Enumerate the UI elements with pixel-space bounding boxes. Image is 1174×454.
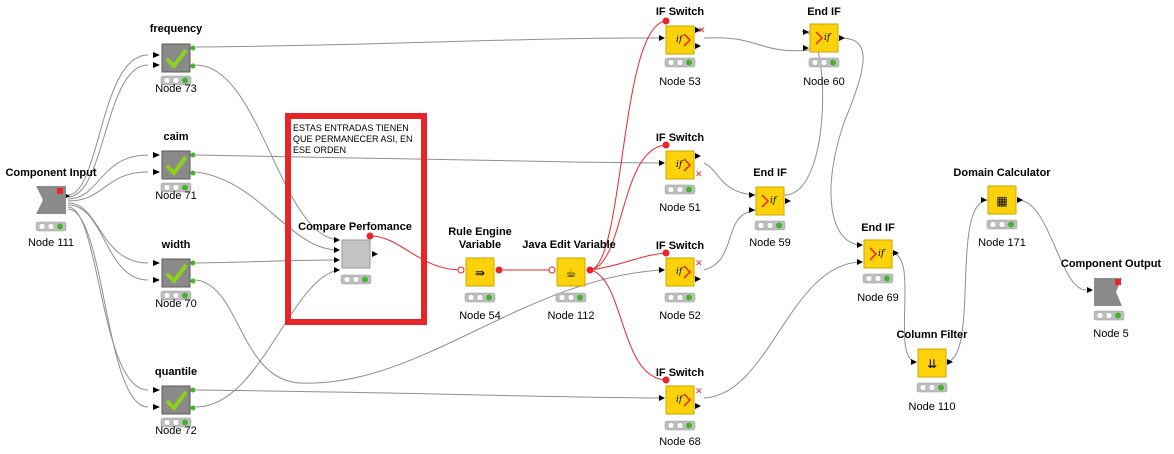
java-edit-variable-node[interactable]: ☕: [548, 257, 594, 303]
svg-text:✕: ✕: [698, 26, 706, 36]
id-if53: Node 53: [659, 76, 701, 88]
title-caim: caim: [163, 131, 189, 143]
title-width: width: [161, 239, 191, 251]
component-input-node[interactable]: [35, 186, 70, 232]
svg-text:if: if: [676, 395, 684, 405]
title-component-output: Component Output: [1060, 258, 1162, 270]
if-switch-51[interactable]: if ✕: [659, 141, 703, 195]
title-if51: IF Switch: [655, 132, 705, 144]
title-if53: IF Switch: [655, 6, 705, 18]
svg-text:✕: ✕: [695, 170, 703, 180]
end-if-59[interactable]: if: [749, 186, 791, 231]
title-end69: End IF: [861, 222, 895, 234]
id-domain-calc: Node 171: [978, 237, 1026, 249]
svg-text:if: if: [770, 196, 778, 206]
metanode-quantile[interactable]: [153, 385, 196, 428]
title-end60: End IF: [807, 6, 841, 18]
id-if51: Node 51: [659, 202, 701, 214]
svg-text:if: if: [824, 33, 832, 43]
title-rule-engine: Rule Engine Variable: [448, 226, 512, 251]
metanode-frequency[interactable]: [153, 43, 196, 86]
title-frequency: frequency: [149, 23, 203, 35]
id-end60: Node 60: [803, 76, 845, 88]
id-caim: Node 71: [155, 190, 197, 202]
id-java-edit: Node 112: [547, 310, 595, 322]
title-if52: IF Switch: [655, 240, 705, 252]
svg-text:if: if: [878, 249, 886, 259]
metanode-caim[interactable]: [153, 150, 196, 193]
title-end59: End IF: [753, 167, 787, 179]
svg-text:if: if: [676, 35, 684, 45]
id-if68: Node 68: [659, 436, 701, 448]
svg-text:▦: ▦: [996, 194, 1007, 208]
svg-text:⇛: ⇛: [475, 266, 485, 280]
title-java-edit: Java Edit Variable: [522, 239, 616, 251]
id-end59: Node 59: [749, 237, 791, 249]
end-if-69[interactable]: if: [857, 239, 899, 284]
id-component-output: Node 5: [1093, 328, 1129, 340]
data-connections: [67, 31, 1087, 408]
id-frequency: Node 73: [155, 83, 197, 95]
id-width: Node 70: [155, 298, 197, 310]
metanode-width[interactable]: [153, 258, 196, 301]
id-rule-engine: Node 54: [459, 310, 501, 322]
id-if52: Node 52: [659, 310, 701, 322]
title-if68: IF Switch: [655, 367, 705, 379]
compare-performance-node[interactable]: [334, 232, 378, 285]
if-switch-68[interactable]: if ✕: [659, 376, 703, 431]
title-compare: Compare Perfomance: [298, 221, 412, 233]
if-switch-53[interactable]: if ✕: [659, 17, 706, 68]
svg-text:if: if: [676, 267, 684, 277]
annotation-text: ESTAS ENTRADAS TIENEN QUE PERMANECER ASI…: [293, 123, 413, 155]
flow-variable-connections: [370, 20, 667, 381]
title-quantile: quantile: [154, 366, 198, 378]
svg-text:⇊: ⇊: [927, 357, 937, 371]
if-switch-52[interactable]: if ✕: [659, 249, 703, 303]
end-if-60[interactable]: if: [803, 23, 845, 68]
title-component-input: Component Input: [5, 167, 97, 179]
annotation-box: [285, 113, 427, 325]
id-column-filter: Node 110: [908, 401, 956, 413]
domain-calculator-node[interactable]: ▦: [981, 185, 1023, 230]
rule-engine-variable-node[interactable]: ⇛: [457, 257, 503, 303]
svg-text:if: if: [676, 160, 684, 170]
svg-text:☕: ☕: [566, 266, 577, 280]
svg-text:✕: ✕: [695, 387, 703, 397]
id-end69: Node 69: [857, 292, 899, 304]
title-domain-calc: Domain Calculator: [953, 167, 1051, 179]
component-output-node[interactable]: [1087, 278, 1125, 321]
id-component-input: Node 111: [27, 237, 75, 249]
svg-text:✕: ✕: [695, 259, 703, 269]
id-quantile: Node 72: [155, 425, 197, 437]
title-column-filter: Column Filter: [896, 329, 968, 341]
column-filter-node[interactable]: ⇊: [911, 348, 953, 393]
